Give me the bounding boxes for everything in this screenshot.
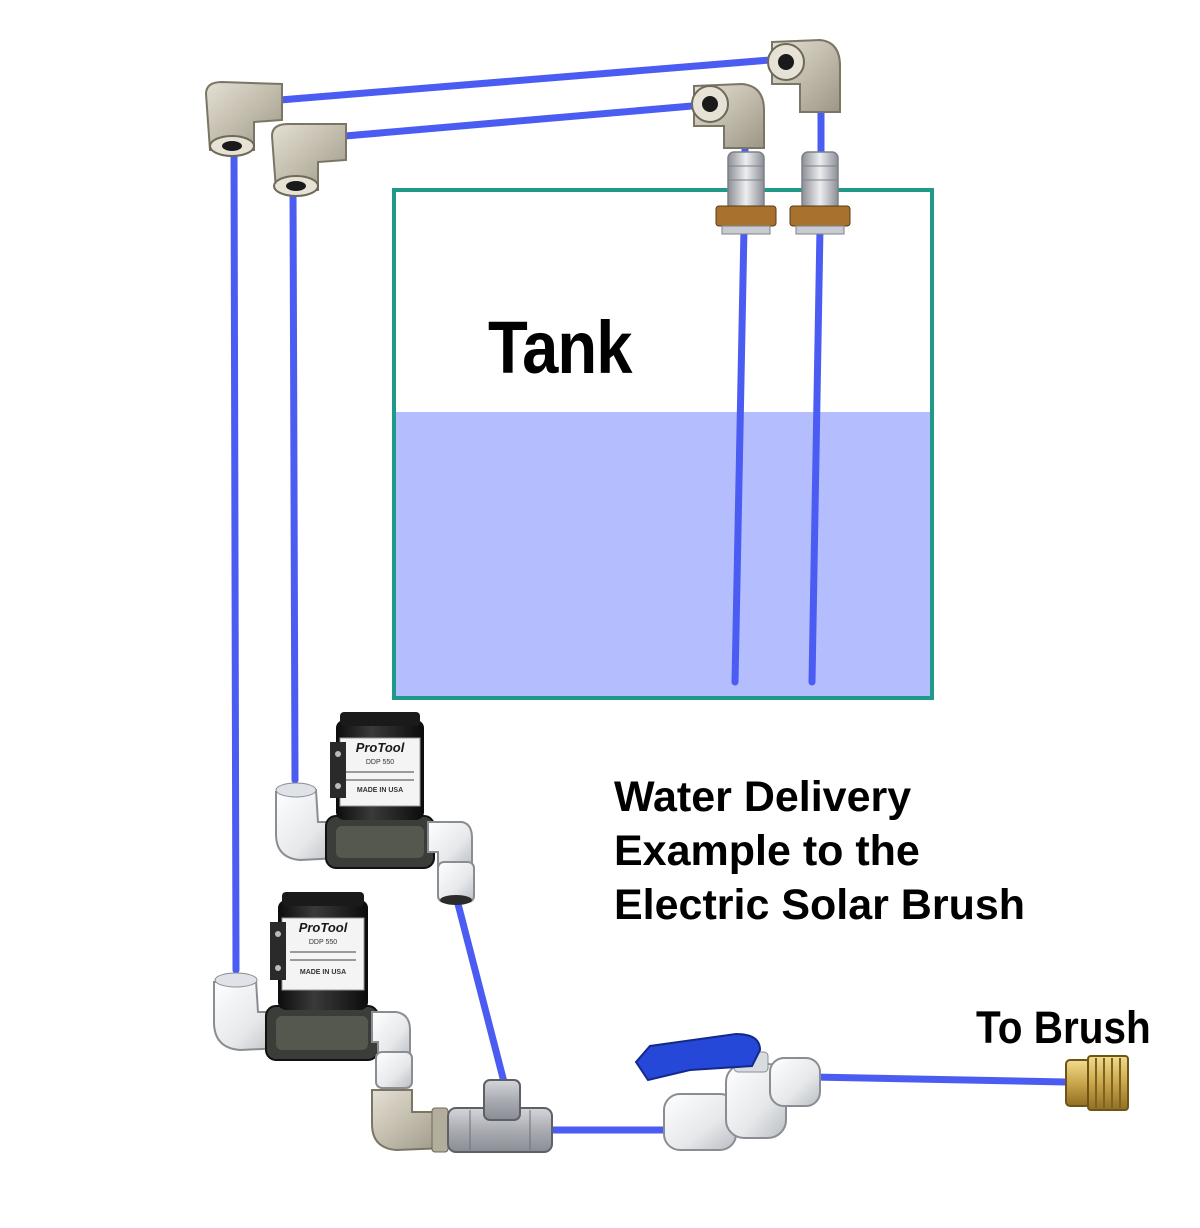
elbow-fitting-top-left-inner <box>270 123 347 197</box>
tube-drop-inner <box>289 186 299 784</box>
pump-lower-model: DDP 550 <box>309 939 337 946</box>
bulkhead-fitting-left <box>715 151 777 235</box>
pump-lower-origin: MADE IN USA <box>300 969 346 976</box>
tube-top-outer <box>276 56 774 104</box>
pump-upper-model: DDP 550 <box>366 759 394 766</box>
pump-upper-brand: ProTool <box>356 740 405 755</box>
tank-outline <box>392 188 934 700</box>
tubing <box>230 56 1070 1134</box>
brass-hose-connector <box>1065 1055 1129 1111</box>
tube-drop-outer <box>230 146 240 974</box>
elbow-fitting-top-left-outer <box>204 80 283 157</box>
caption-line-1: Water Delivery <box>614 773 912 821</box>
pump-upper: ProTool DDP 550 MADE IN USA <box>275 712 475 905</box>
dip-tube-right <box>808 224 824 686</box>
ball-valve <box>634 1032 821 1151</box>
pump-lower: ProTool DDP 550 MADE IN USA <box>213 892 413 1089</box>
bulkhead-fitting-right <box>789 151 851 235</box>
valve-handle <box>634 1032 762 1082</box>
pump-upper-origin: MADE IN USA <box>357 787 403 794</box>
elbow-fitting-top-middle <box>691 82 765 149</box>
elbow-fitting-top-right <box>767 38 841 113</box>
tube-valve-to-brush <box>808 1073 1070 1086</box>
tank-water <box>394 412 932 698</box>
tank <box>392 188 934 700</box>
tee-fitting <box>447 1079 553 1153</box>
caption-line-3: Electric Solar Brush <box>614 881 1026 929</box>
dip-tube-left <box>731 224 748 686</box>
to-brush-label: To Brush <box>976 1002 1151 1053</box>
pump-lower-brand: ProTool <box>299 920 348 935</box>
tube-pump-to-tee <box>453 896 508 1086</box>
elbow-fitting-bottom <box>371 1089 449 1153</box>
tube-top-inner <box>341 102 696 140</box>
caption-line-2: Example to the <box>614 827 920 875</box>
diagram-caption: Water Delivery Example to the Electric S… <box>614 770 1025 932</box>
tank-label: Tank <box>488 306 633 389</box>
